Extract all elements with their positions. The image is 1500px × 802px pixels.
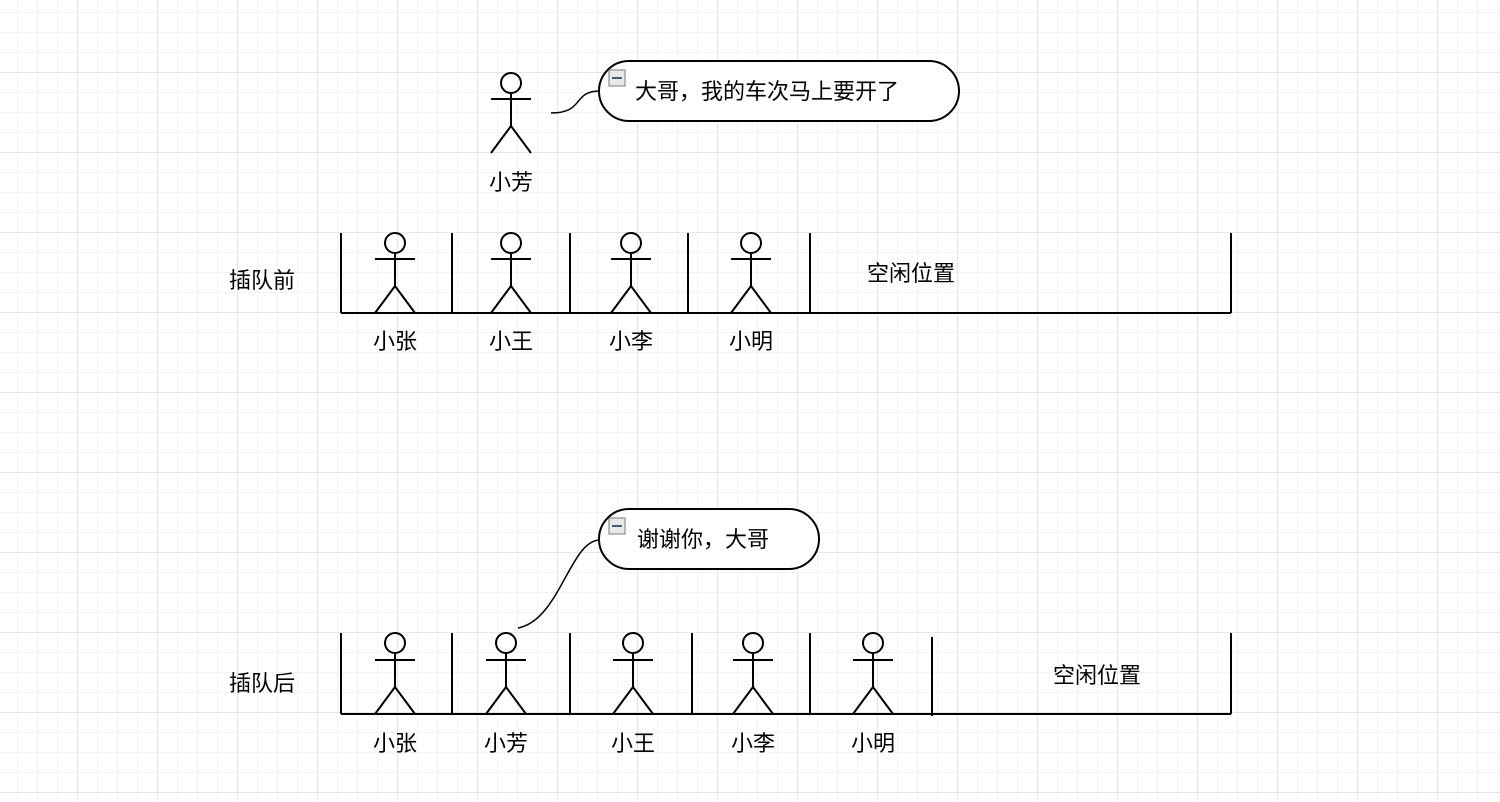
stick-figure-before-1 — [374, 232, 416, 314]
stick-figure-before-4 — [730, 232, 772, 314]
stick-figure-before-3 — [610, 232, 652, 314]
person-label-before-3: 小李 — [609, 330, 653, 355]
free-slot-label-after: 空闲位置 — [1053, 664, 1141, 689]
speech-bubble-after — [598, 508, 820, 570]
stick-figure-after-1 — [374, 632, 416, 715]
person-label-before-4: 小明 — [729, 330, 773, 355]
person-label-before-2: 小王 — [489, 330, 533, 355]
note-icon[interactable] — [608, 517, 626, 535]
person-label-after-2: 小芳 — [484, 732, 528, 757]
note-icon[interactable] — [608, 69, 626, 87]
person-label-after-4: 小李 — [731, 732, 775, 757]
row-label-after: 插队后 — [229, 672, 295, 697]
stick-figure-xiaofang-top — [490, 72, 532, 154]
stick-figure-after-4 — [732, 632, 774, 715]
row-label-before: 插队前 — [229, 269, 295, 294]
free-slot-label-before: 空闲位置 — [867, 262, 955, 287]
stick-figure-after-2 — [485, 632, 527, 715]
person-label-after-5: 小明 — [851, 732, 895, 757]
speech-bubble-top — [598, 60, 960, 122]
queue-frame-before — [340, 233, 1232, 314]
speech-connector-top — [550, 90, 601, 114]
person-label-before-1: 小张 — [373, 330, 417, 355]
person-label-top: 小芳 — [489, 171, 533, 196]
speech-text-after: 谢谢你，大哥 — [637, 528, 769, 553]
speech-text-top: 大哥，我的车次马上要开了 — [635, 80, 899, 105]
stick-figure-after-5 — [852, 632, 894, 715]
person-label-after-3: 小王 — [611, 732, 655, 757]
stick-figure-before-2 — [490, 232, 532, 314]
queue-frame-after — [340, 633, 1232, 716]
person-label-after-1: 小张 — [373, 732, 417, 757]
speech-connector-after — [517, 539, 601, 629]
stick-figure-after-3 — [612, 632, 654, 715]
